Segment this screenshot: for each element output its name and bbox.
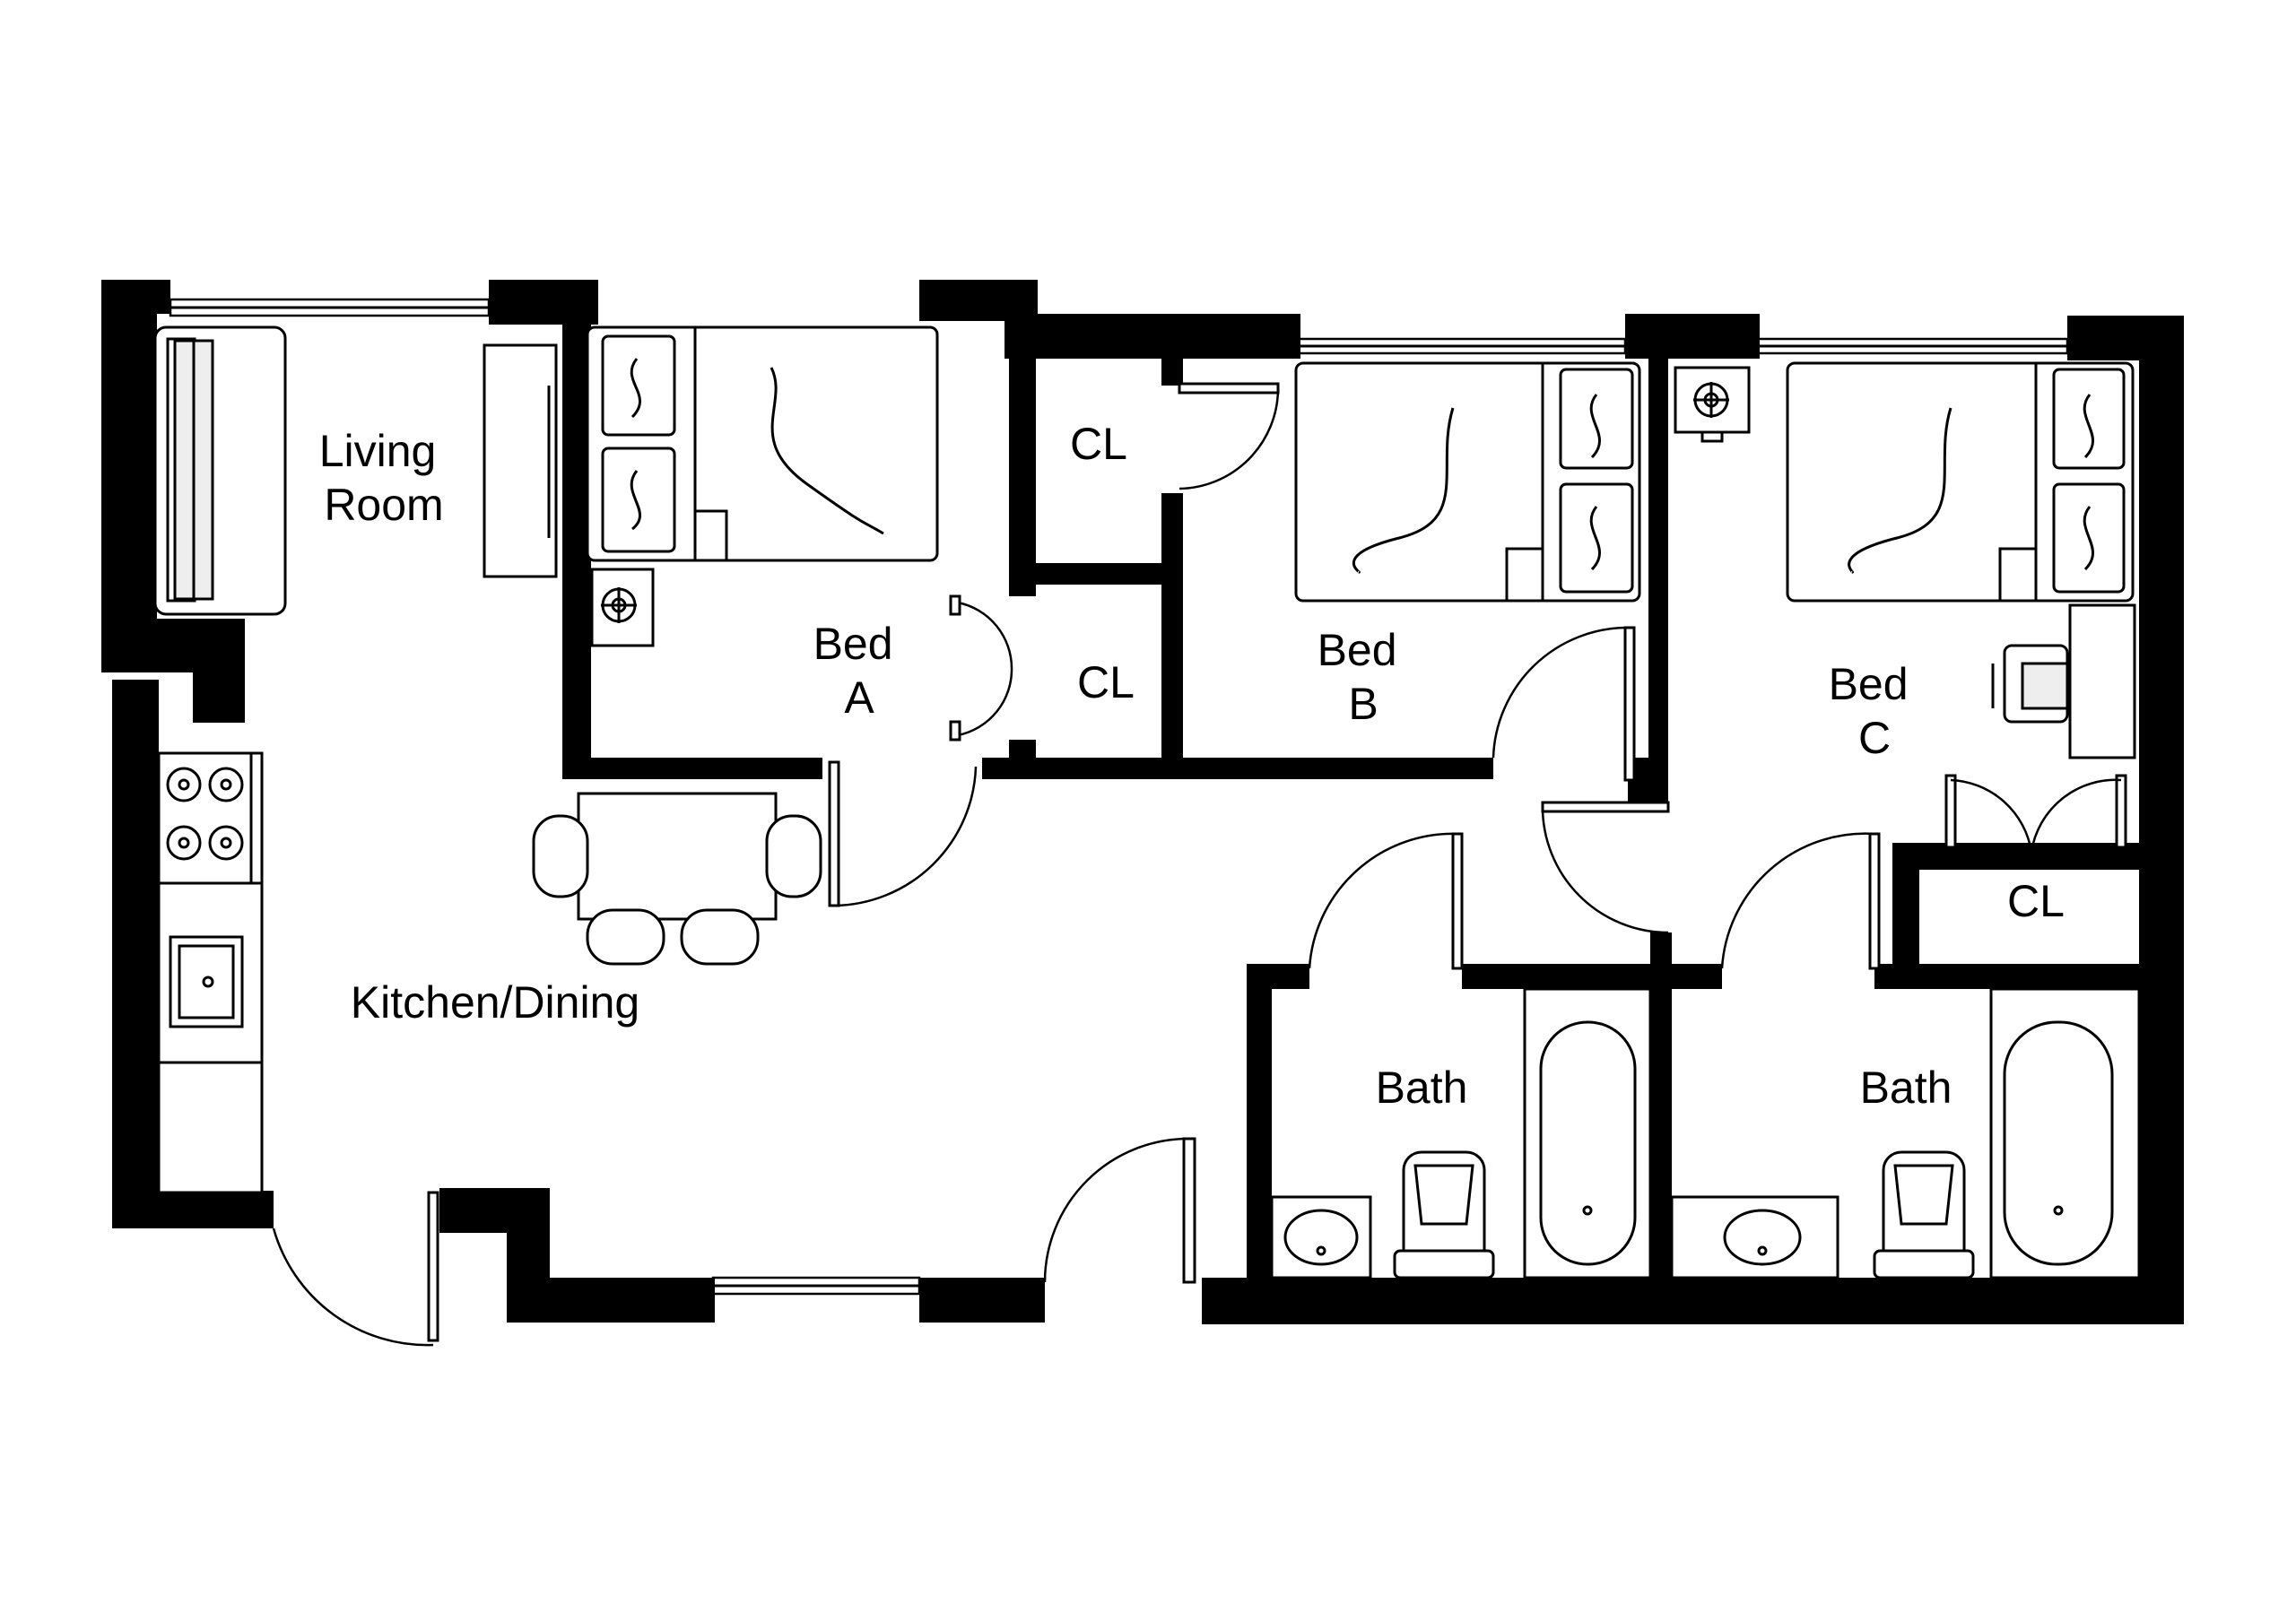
bed-a xyxy=(586,325,939,562)
desk-c xyxy=(1991,603,2136,759)
room-label-closet-mid: CL xyxy=(1077,657,1135,707)
room-label-bed-c: Bed C xyxy=(1829,659,1921,763)
dining-table xyxy=(532,792,822,966)
sofa xyxy=(153,325,287,616)
kitchen-counter xyxy=(157,751,264,1194)
nightstand-a xyxy=(590,568,655,647)
bath-1-fixtures xyxy=(1270,987,1652,1279)
room-label-closet-bed-c: CL xyxy=(2007,876,2065,926)
entry-door-leaf xyxy=(427,1191,439,1342)
bath-2-fixtures xyxy=(1670,987,2141,1279)
bed-c xyxy=(1786,361,2135,603)
room-label-living: Living Room xyxy=(319,426,449,530)
room-label-bath-1: Bath xyxy=(1376,1063,1468,1113)
bed-b xyxy=(1294,361,1641,603)
room-label-bed-b: Bed B xyxy=(1318,625,1410,729)
room-label-bath-2: Bath xyxy=(1860,1063,1952,1113)
room-label-bed-a: Bed A xyxy=(813,619,906,723)
nightstand-c xyxy=(1674,366,1751,443)
room-label-kitchen: Kitchen/Dining xyxy=(351,977,639,1028)
doors xyxy=(272,382,2127,1347)
tv-unit xyxy=(483,343,558,578)
walls xyxy=(101,280,2184,1324)
room-label-closet-top: CL xyxy=(1070,419,1127,469)
room-labels: Living Room Kitchen/Dining Bed A Bed B B… xyxy=(319,419,2065,1113)
